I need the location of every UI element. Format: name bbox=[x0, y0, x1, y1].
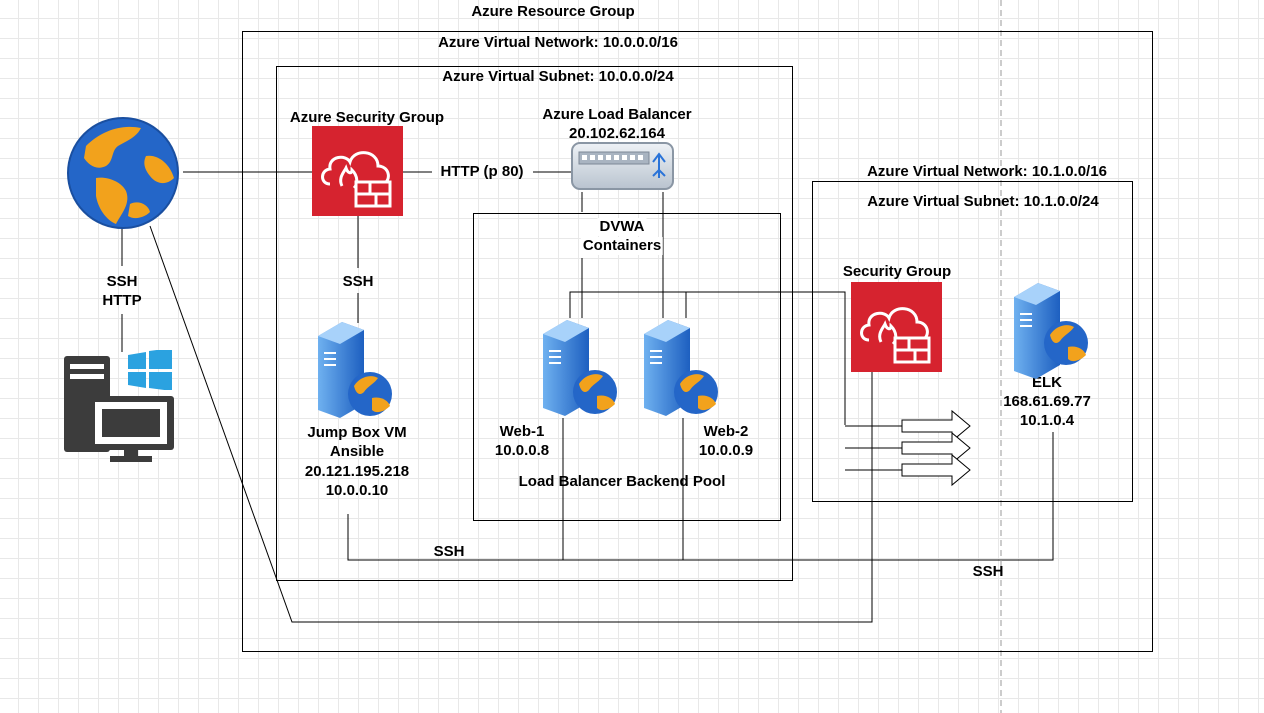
jumpbox-name: Jump Box VM bbox=[307, 424, 407, 441]
web1-name: Web-1 bbox=[499, 423, 545, 440]
link-elk-bus bbox=[569, 291, 846, 425]
security-group-2-label: Security Group bbox=[842, 263, 952, 280]
http-link-label: HTTP (p 80) bbox=[440, 163, 524, 180]
security-group-1-label: Azure Security Group bbox=[289, 109, 445, 126]
security-group-icon bbox=[851, 282, 942, 372]
load-balancer-icon bbox=[571, 142, 674, 190]
resource-group-label: Azure Resource Group bbox=[471, 3, 635, 20]
server-icon bbox=[543, 320, 617, 416]
globe-icon bbox=[67, 117, 179, 229]
vnet2-box bbox=[812, 181, 1133, 502]
ssh-label-bottom-2: SSH bbox=[972, 563, 1004, 580]
backend-pool-label: Load Balancer Backend Pool bbox=[518, 473, 726, 490]
subnet1-label: Azure Virtual Subnet: 10.0.0.0/24 bbox=[442, 68, 674, 85]
vnet2-label: Azure Virtual Network: 10.1.0.0/16 bbox=[867, 163, 1107, 180]
server-icon bbox=[644, 320, 718, 416]
elk-private-ip: 10.1.0.4 bbox=[1019, 412, 1075, 429]
ssh-label-workstation: SSH bbox=[106, 273, 138, 290]
jumpbox-private-ip: 10.0.0.10 bbox=[325, 482, 389, 499]
dvwa-label-line1: DVWA bbox=[597, 218, 647, 236]
resource-group-box bbox=[242, 31, 1153, 652]
web2-ip: 10.0.0.9 bbox=[698, 442, 754, 459]
backend-pool-box bbox=[473, 213, 781, 521]
web1-ip: 10.0.0.8 bbox=[494, 442, 550, 459]
workstation-icon bbox=[64, 356, 174, 462]
arrow-head-3 bbox=[901, 453, 971, 487]
windows-logo-icon bbox=[128, 350, 172, 390]
link-ssh-bottom bbox=[347, 432, 1054, 561]
load-balancer-name: Azure Load Balancer bbox=[542, 106, 692, 123]
ssh-label-bottom-1: SSH bbox=[433, 543, 465, 560]
subnet2-label: Azure Virtual Subnet: 10.1.0.0/24 bbox=[867, 193, 1099, 210]
http-label-workstation: HTTP bbox=[102, 292, 142, 309]
web2-name: Web-2 bbox=[703, 423, 749, 440]
link-internet-to-sg2 bbox=[149, 225, 873, 623]
load-balancer-ip: 20.102.62.164 bbox=[569, 125, 665, 142]
security-group-icon bbox=[312, 126, 403, 216]
jumpbox-public-ip: 20.121.195.218 bbox=[304, 463, 410, 480]
ssh-label-sg-jumpbox: SSH bbox=[342, 273, 374, 290]
vnet1-label: Azure Virtual Network: 10.0.0.0/16 bbox=[438, 34, 678, 51]
elk-public-ip: 168.61.69.77 bbox=[1003, 393, 1091, 410]
vnet1-box bbox=[276, 66, 793, 581]
dvwa-label-line2: Containers bbox=[580, 237, 664, 255]
server-icon bbox=[1014, 283, 1088, 379]
jumpbox-role: Ansible bbox=[329, 443, 385, 460]
elk-name: ELK bbox=[1032, 374, 1062, 391]
server-icon bbox=[318, 322, 392, 418]
